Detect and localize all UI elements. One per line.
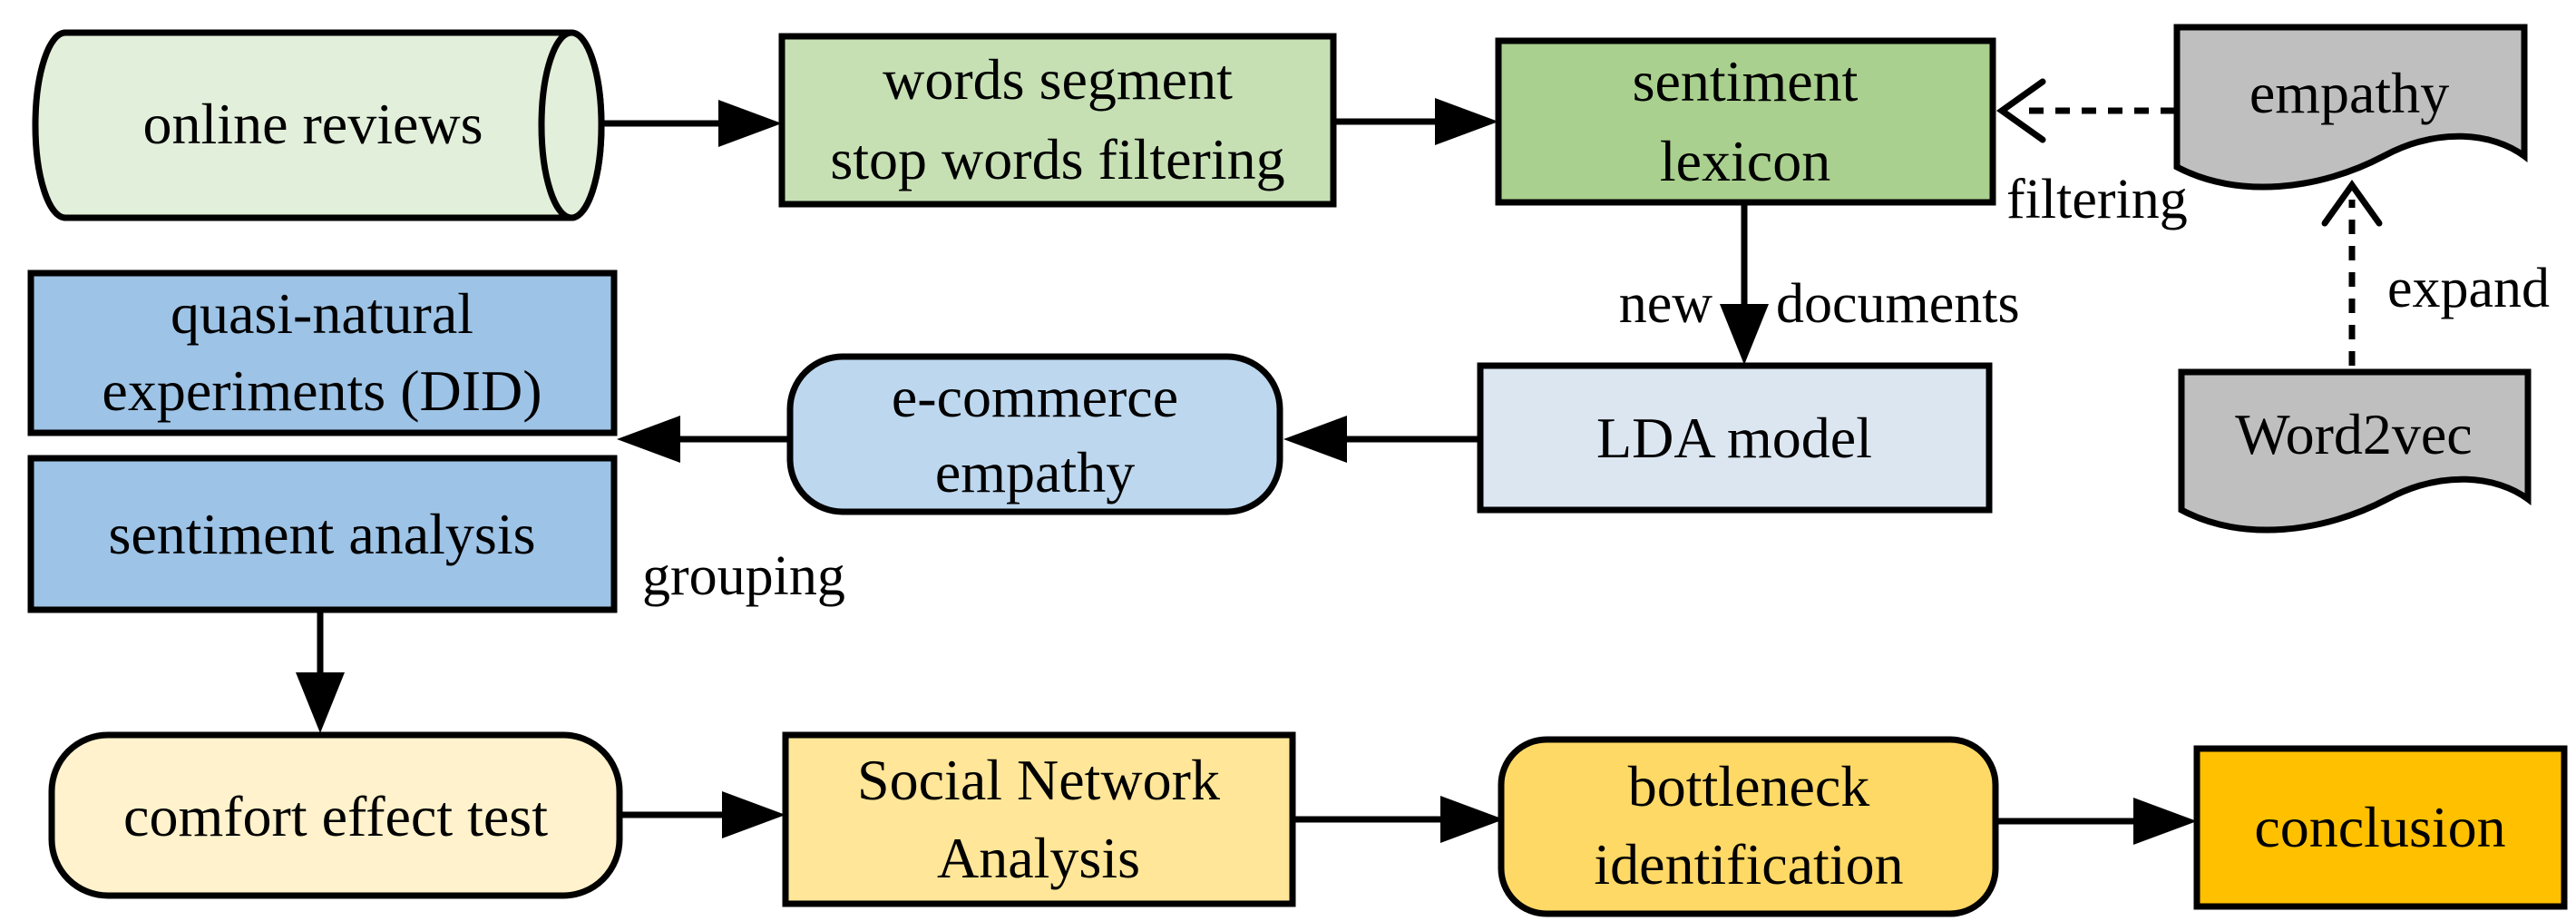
- node-sentiment-lexicon: sentiment lexicon: [1495, 37, 1996, 206]
- arrowhead-left-icon: [1283, 416, 1347, 463]
- node-bottleneck-identification: bottleneck identification: [1498, 736, 1999, 917]
- node-conclusion: conclusion: [2193, 745, 2568, 910]
- node-label-line1: quasi-natural: [171, 281, 473, 346]
- rect-shape: [1477, 362, 1993, 514]
- arrowhead-right-icon: [2133, 798, 2197, 845]
- edge-empathy-to-sentiment-lexicon-dashed: [1995, 78, 2175, 143]
- rect-shape: [1495, 37, 1996, 206]
- rect-shape: [27, 269, 618, 436]
- arrowhead-right-icon: [1435, 98, 1498, 145]
- node-lda-model: LDA model: [1477, 362, 1993, 514]
- edge-lda-model-to-ecommerce-empathy: [1283, 416, 1480, 463]
- edge-label-filtering: filtering: [2006, 169, 2188, 230]
- node-label-line1: Social Network: [857, 748, 1220, 812]
- node-label-line1: bottleneck: [1628, 754, 1870, 818]
- node-label: LDA model: [1596, 406, 1872, 470]
- node-empathy: empathy: [2173, 24, 2528, 191]
- node-quasi-natural-experiments: quasi-natural experiments (DID): [27, 269, 618, 436]
- edge-words-segment-to-sentiment-lexicon: [1333, 98, 1498, 145]
- rounded-rect-shape: [786, 353, 1283, 515]
- open-arrowhead-left-icon: [1995, 78, 2046, 143]
- arrowhead-left-icon: [617, 416, 680, 463]
- edge-sentiment-analysis-to-comfort-effect-test: [296, 610, 345, 733]
- node-words-segment: words segment stop words filtering: [778, 33, 1337, 208]
- node-word2vec: Word2vec: [2178, 368, 2532, 534]
- node-label: online reviews: [143, 92, 483, 156]
- node-label: Word2vec: [2235, 402, 2472, 466]
- node-label-line2: Analysis: [937, 826, 1140, 890]
- node-label: empathy: [2249, 61, 2449, 125]
- edge-word2vec-to-empathy-dashed: [2321, 179, 2383, 366]
- node-sentiment-analysis: sentiment analysis: [27, 455, 618, 613]
- node-label-line1: sentiment: [1633, 49, 1859, 113]
- edge-label-new: new: [1619, 273, 1713, 335]
- arrowhead-right-icon: [718, 100, 782, 147]
- edge-label-expand: expand: [2387, 258, 2550, 319]
- rounded-rect-shape: [1498, 736, 1999, 917]
- node-label: sentiment analysis: [108, 502, 535, 566]
- cylinder-endcap: [538, 29, 605, 221]
- node-label-line2: lexicon: [1660, 129, 1830, 193]
- node-label-line2: stop words filtering: [830, 127, 1284, 191]
- arrowhead-right-icon: [1440, 796, 1504, 843]
- edge-label-documents: documents: [1776, 273, 2020, 335]
- rounded-rect-shape: [48, 731, 623, 899]
- rect-shape: [778, 33, 1337, 208]
- arrowhead-right-icon: [722, 791, 785, 838]
- rect-shape: [782, 731, 1296, 907]
- node-social-network-analysis: Social Network Analysis: [782, 731, 1296, 907]
- node-label: comfort effect test: [123, 784, 548, 848]
- node-online-reviews: online reviews: [32, 29, 605, 221]
- edge-social-network-to-bottleneck: [1293, 796, 1504, 843]
- node-label-line2: identification: [1594, 832, 1903, 897]
- node-label-line2: experiments (DID): [102, 358, 542, 423]
- document-shape: [2178, 368, 2532, 534]
- document-shape: [2173, 24, 2528, 191]
- edge-sentiment-lexicon-to-lda-model: [1720, 202, 1769, 365]
- node-comfort-effect-test: comfort effect test: [48, 731, 623, 899]
- arrowhead-down-icon: [1720, 304, 1769, 365]
- edge-bottleneck-to-conclusion: [1995, 798, 2197, 845]
- edge-ecommerce-empathy-to-experiments: [617, 416, 790, 463]
- node-label-line2: empathy: [935, 440, 1135, 505]
- arrowhead-down-icon: [296, 672, 345, 733]
- edge-online-reviews-to-words-segment: [601, 100, 782, 147]
- edge-label-grouping: grouping: [642, 545, 845, 607]
- rect-shape: [27, 455, 618, 613]
- edge-comfort-effect-test-to-social-network: [620, 791, 785, 838]
- node-ecommerce-empathy: e-commerce empathy: [786, 353, 1283, 515]
- rect-shape: [2193, 745, 2568, 910]
- node-label: conclusion: [2254, 795, 2505, 859]
- open-arrowhead-up-icon: [2321, 179, 2383, 227]
- node-label-line1: words segment: [883, 47, 1233, 112]
- node-label-line1: e-commerce: [892, 365, 1178, 429]
